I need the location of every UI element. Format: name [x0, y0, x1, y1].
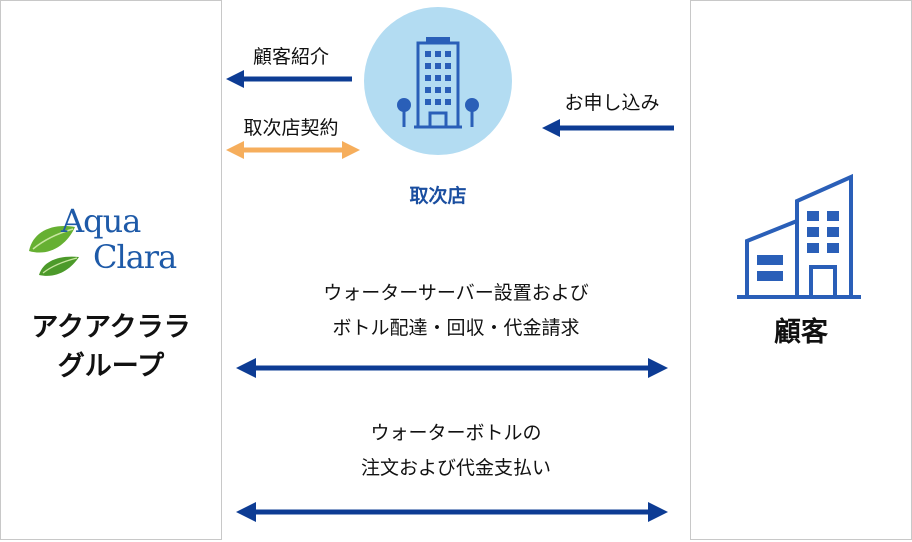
order-payment-arrow	[236, 502, 668, 522]
logo-text-aqua: Aqua	[61, 202, 141, 240]
agent-label: 取次店	[409, 185, 467, 207]
service-arrow	[236, 358, 668, 378]
customer-referral-label: 顧客紹介	[252, 46, 329, 68]
logo-text-clara: Clara	[93, 238, 177, 276]
customer-referral-arrow	[226, 70, 352, 88]
buildings-icon	[737, 173, 861, 299]
agent-circle	[364, 7, 512, 155]
agency-contract-arrow	[226, 141, 360, 159]
aquaclara-logo: Aqua Clara	[23, 199, 203, 289]
service-label-line2: ボトル配達・回収・代金請求	[332, 317, 580, 339]
aquaclara-group-panel: Aqua Clara アクアクララ グループ	[0, 0, 222, 540]
application-label: お申し込み	[564, 92, 660, 114]
order-label-line1: ウォーターボトルの	[370, 422, 542, 444]
aquaclara-name-line2: グループ	[57, 351, 165, 382]
service-label-line1: ウォーターサーバー設置および	[323, 282, 589, 304]
customer-name: 顧客	[774, 317, 828, 348]
office-building-icon	[397, 37, 479, 129]
aquaclara-name-line1: アクアクララ	[31, 312, 191, 343]
order-label-line2: 注文および代金支払い	[360, 457, 551, 479]
customer-panel: 顧客	[690, 0, 912, 540]
application-arrow	[542, 119, 674, 137]
agency-contract-label: 取次店契約	[243, 117, 339, 139]
